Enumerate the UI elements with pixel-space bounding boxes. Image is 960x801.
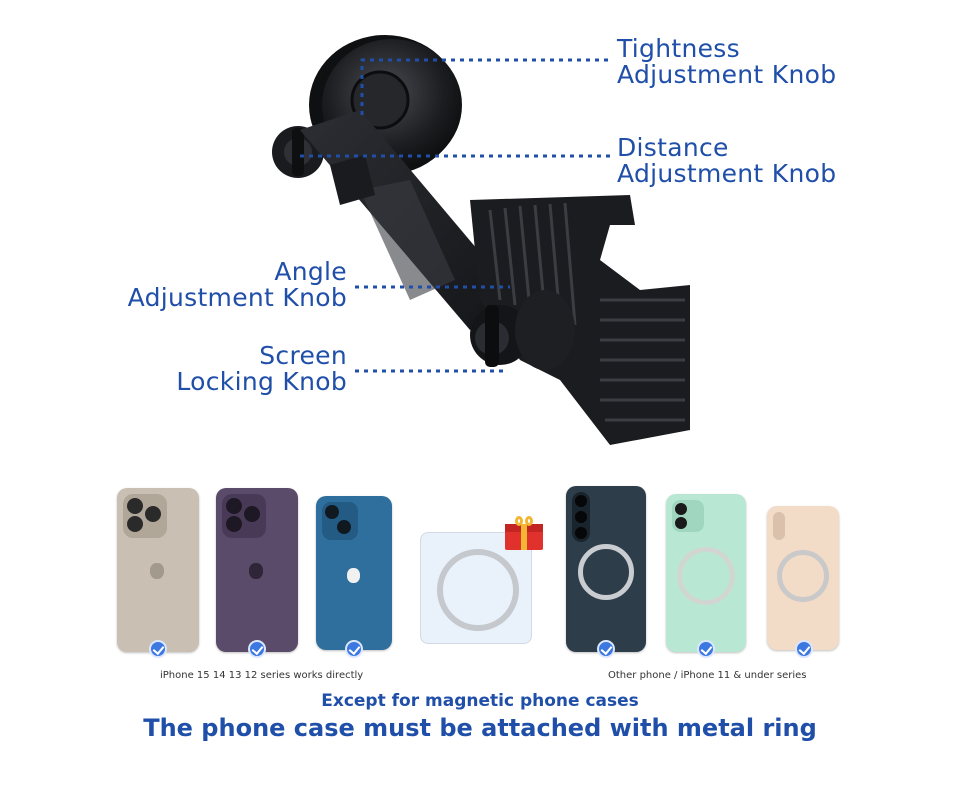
apple-logo-icon — [347, 568, 360, 583]
phone-mount-illustration — [272, 35, 690, 445]
phone-image-iphone-15-pro — [117, 488, 199, 652]
metal-ring-card — [420, 532, 532, 644]
phone-image-iphone-14-pro — [216, 488, 298, 652]
metal-ring-note: The phone case must be attached with met… — [143, 714, 817, 742]
metal-ring-icon — [437, 549, 519, 631]
magnetic-case-note: Except for magnetic phone cases — [321, 691, 639, 711]
tightness-label-line1: Tightness — [617, 34, 740, 63]
apple-logo-icon — [150, 563, 164, 579]
phone-image-iphone-11 — [666, 494, 746, 652]
right-compat-caption: Other phone / iPhone 11 & under series — [608, 670, 807, 681]
screen-label-line2: Locking Knob — [176, 367, 347, 396]
distance-label-line1: Distance — [617, 133, 729, 162]
phone-image-iphone-13 — [316, 496, 392, 650]
check-icon — [597, 640, 615, 658]
angle-label-line1: Angle — [274, 257, 347, 286]
check-icon — [149, 640, 167, 658]
tightness-knob-label: Tightness Adjustment Knob — [617, 36, 836, 88]
distance-label-line2: Adjustment Knob — [617, 159, 837, 188]
magnetic-ring-icon — [777, 550, 829, 602]
compatibility-row — [0, 480, 960, 670]
angle-knob-label: Angle Adjustment Knob — [100, 259, 347, 311]
phone-image-iphone-xs — [767, 506, 839, 650]
vent-clip — [470, 195, 690, 445]
angle-label-line2: Adjustment Knob — [127, 283, 347, 312]
gift-icon — [505, 516, 543, 550]
magnetic-ring-icon — [677, 547, 735, 605]
screen-knob-label: Screen Locking Knob — [100, 343, 347, 395]
left-compat-caption: iPhone 15 14 13 12 series works directly — [160, 670, 364, 681]
screen-label-line1: Screen — [259, 341, 347, 370]
check-icon — [697, 640, 715, 658]
phone-image-android — [566, 486, 646, 652]
tightness-label-line2: Adjustment Knob — [617, 60, 837, 89]
leader-lines — [300, 58, 610, 373]
apple-logo-icon — [249, 563, 263, 579]
check-icon — [795, 640, 813, 658]
screen-knob-shape — [470, 290, 575, 370]
magnetic-ring-icon — [578, 544, 634, 600]
check-icon — [345, 640, 363, 658]
check-icon — [248, 640, 266, 658]
telescopic-arm — [300, 110, 520, 330]
distance-knob-label: Distance Adjustment Knob — [617, 135, 836, 187]
